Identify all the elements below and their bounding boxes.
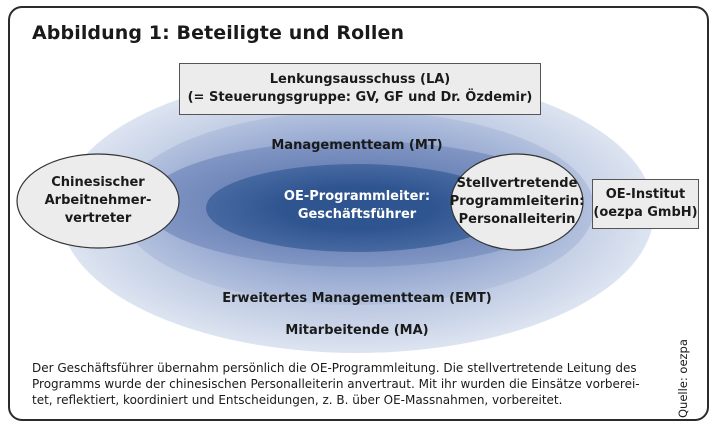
steering-committee-subtitle: (= Steuerungsgruppe: GV, GF und Dr. Özde… (187, 90, 533, 105)
figure-frame: Abbildung 1: Beteiligte und Rollen (8, 6, 709, 421)
employees-label: Mitarbeitende (MA) (285, 323, 429, 338)
deputy-lead-oval (450, 153, 584, 251)
worker-rep-line3: vertreter (64, 211, 132, 226)
caption-line-3: tet, reflektiert, koordiniert und Entsch… (32, 393, 563, 407)
deputy-lead-line1: Stellvertretende (456, 176, 578, 191)
source-note: Quelle: oezpa (676, 339, 690, 418)
worker-rep-line1: Chinesischer (51, 175, 145, 190)
program-lead-core (206, 164, 508, 252)
figure-caption: Der Geschäftsführer übernahm persönlich … (32, 360, 682, 408)
deputy-lead-line2: Programmleiterin: (449, 194, 585, 209)
extended-team-label: Erweitertes Managementteam (EMT) (222, 291, 492, 306)
role-diagram (16, 71, 654, 353)
institute-company: (oezpa GmbH) (593, 205, 698, 220)
caption-line-1: Der Geschäftsführer übernahm persönlich … (32, 361, 637, 375)
deputy-lead-line3: Personalleiterin (458, 212, 576, 227)
worker-rep-oval (16, 153, 180, 249)
institute-box: OE-Institut (oezpa GmbH) (592, 179, 699, 229)
steering-committee-box: Lenkungsausschuss (LA) (= Steuerungsgrup… (179, 63, 541, 115)
worker-rep-line2: Arbeitnehmer- (44, 193, 152, 208)
institute-name: OE-Institut (605, 187, 686, 202)
program-lead-line2: Geschäftsführer (297, 207, 417, 222)
figure-title: Abbildung 1: Beteiligte und Rollen (32, 22, 405, 44)
deputy-lead-label: Stellvertretende Programmleiterin: Perso… (449, 175, 585, 229)
program-lead-label: OE-Programmleiter: Geschäftsführer (257, 184, 457, 228)
management-team-label: Managementteam (MT) (271, 138, 443, 153)
steering-committee-title: Lenkungsausschuss (LA) (269, 72, 451, 87)
worker-rep-label: Chinesischer Arbeitnehmer- vertreter (28, 174, 168, 228)
caption-line-2: Programms wurde der chinesischen Persona… (32, 377, 640, 391)
program-lead-line1: OE-Programmleiter: (283, 189, 431, 204)
